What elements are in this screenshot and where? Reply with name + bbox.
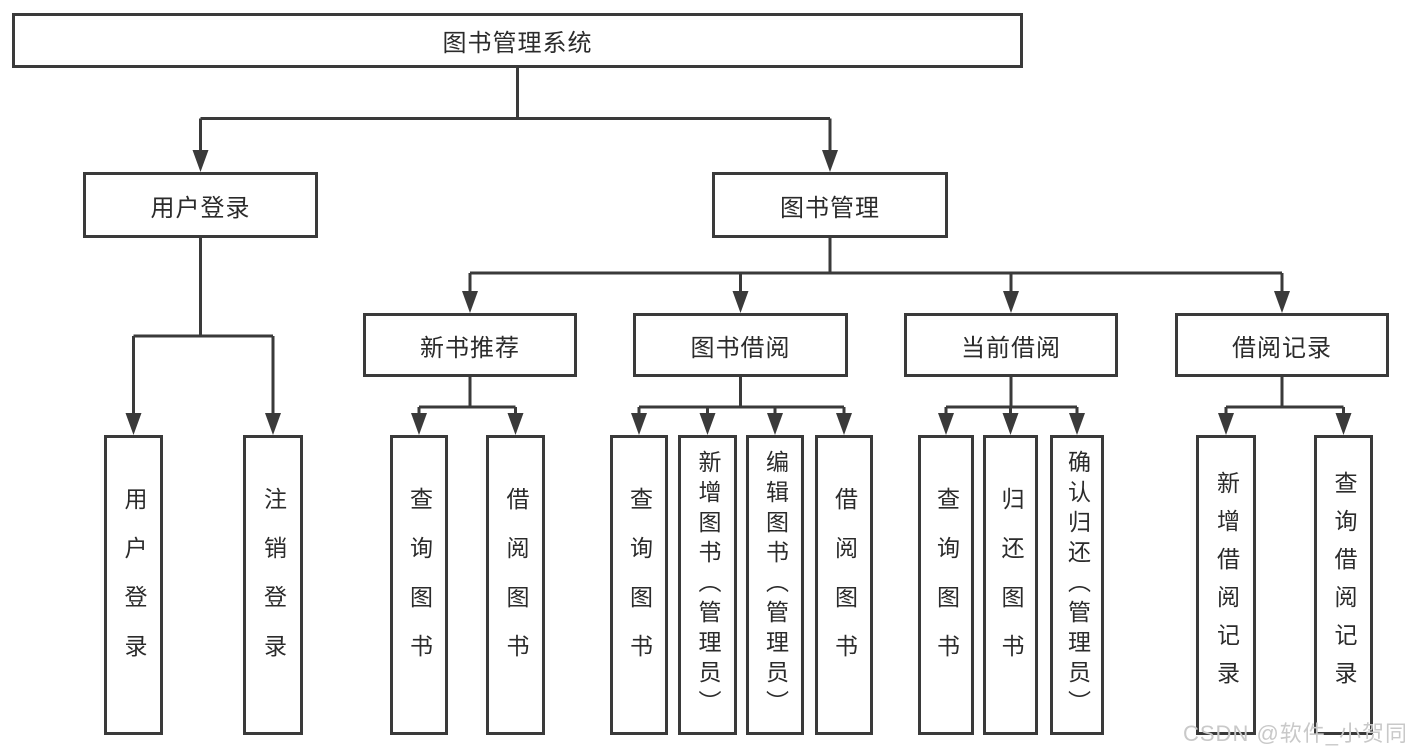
node-label: 当前借阅 (961, 334, 1061, 362)
connector-user-login-to-leaves (132, 238, 275, 415)
leaf-query-books-borrowing: 查询图书 (610, 435, 668, 735)
connector-new-book-recommend-to-leaves (417, 377, 517, 415)
node-label: 编辑图书（管理员） (762, 450, 789, 720)
node-current-borrowing: 当前借阅 (904, 313, 1118, 377)
leaf-logout-login: 注销登录 (243, 435, 303, 735)
leaf-add-books-admin: 新增图书（管理员） (678, 435, 737, 735)
node-label: 新增图书（管理员） (695, 450, 721, 720)
connector-root-to-level2 (199, 68, 832, 152)
leaf-borrow-books-borrowing: 借阅图书 (815, 435, 873, 735)
node-label: 借阅记录 (1232, 334, 1332, 362)
arrowheads (125, 150, 1352, 435)
node-borrowing-records: 借阅记录 (1175, 313, 1389, 377)
leaf-return-books: 归还图书 (983, 435, 1038, 735)
node-book-borrowing: 图书借阅 (633, 313, 848, 377)
node-label: 图书借阅 (690, 334, 791, 362)
node-label: 借阅图书 (831, 487, 858, 683)
connector-current-borrowing-to-leaves (944, 377, 1079, 415)
node-label: 确认归还（管理员） (1064, 450, 1091, 720)
node-label: 用户登录 (150, 194, 251, 222)
leaf-edit-books-admin: 编辑图书（管理员） (746, 435, 804, 735)
node-label: 查询图书 (933, 487, 960, 683)
connector-book-borrowing-to-leaves (637, 377, 846, 415)
leaf-query-books-recommend: 查询图书 (390, 435, 448, 735)
node-label: 图书管理系统 (442, 30, 593, 57)
node-label: 查询借阅记录 (1331, 471, 1357, 699)
leaf-query-books-current: 查询图书 (918, 435, 974, 735)
node-user-login: 用户登录 (83, 172, 318, 238)
node-label: 注销登录 (260, 487, 287, 683)
node-label: 新书推荐 (420, 334, 520, 362)
csdn-watermark: CSDN @软件_小贺同学 (1183, 721, 1405, 746)
node-label: 新增借阅记录 (1213, 471, 1240, 699)
node-new-book-recommend: 新书推荐 (363, 313, 577, 377)
leaf-confirm-return-admin: 确认归还（管理员） (1050, 435, 1104, 735)
node-book-management: 图书管理 (712, 172, 948, 238)
connector-borrowing-records-to-leaves (1224, 377, 1345, 415)
node-label: 借阅图书 (503, 487, 529, 683)
leaf-query-borrow-record: 查询借阅记录 (1314, 435, 1373, 735)
node-library-management-system: 图书管理系统 (12, 13, 1023, 68)
node-label: 用户登录 (121, 487, 147, 683)
node-label: 查询图书 (626, 487, 653, 683)
leaf-user-login: 用户登录 (104, 435, 163, 735)
leaf-borrow-books-recommend: 借阅图书 (486, 435, 545, 735)
leaf-add-borrow-record: 新增借阅记录 (1196, 435, 1256, 735)
node-label: 查询图书 (406, 487, 433, 683)
node-label: 图书管理 (780, 194, 880, 222)
connector-book-management-to-level3 (468, 238, 1284, 294)
node-label: 归还图书 (998, 487, 1024, 683)
